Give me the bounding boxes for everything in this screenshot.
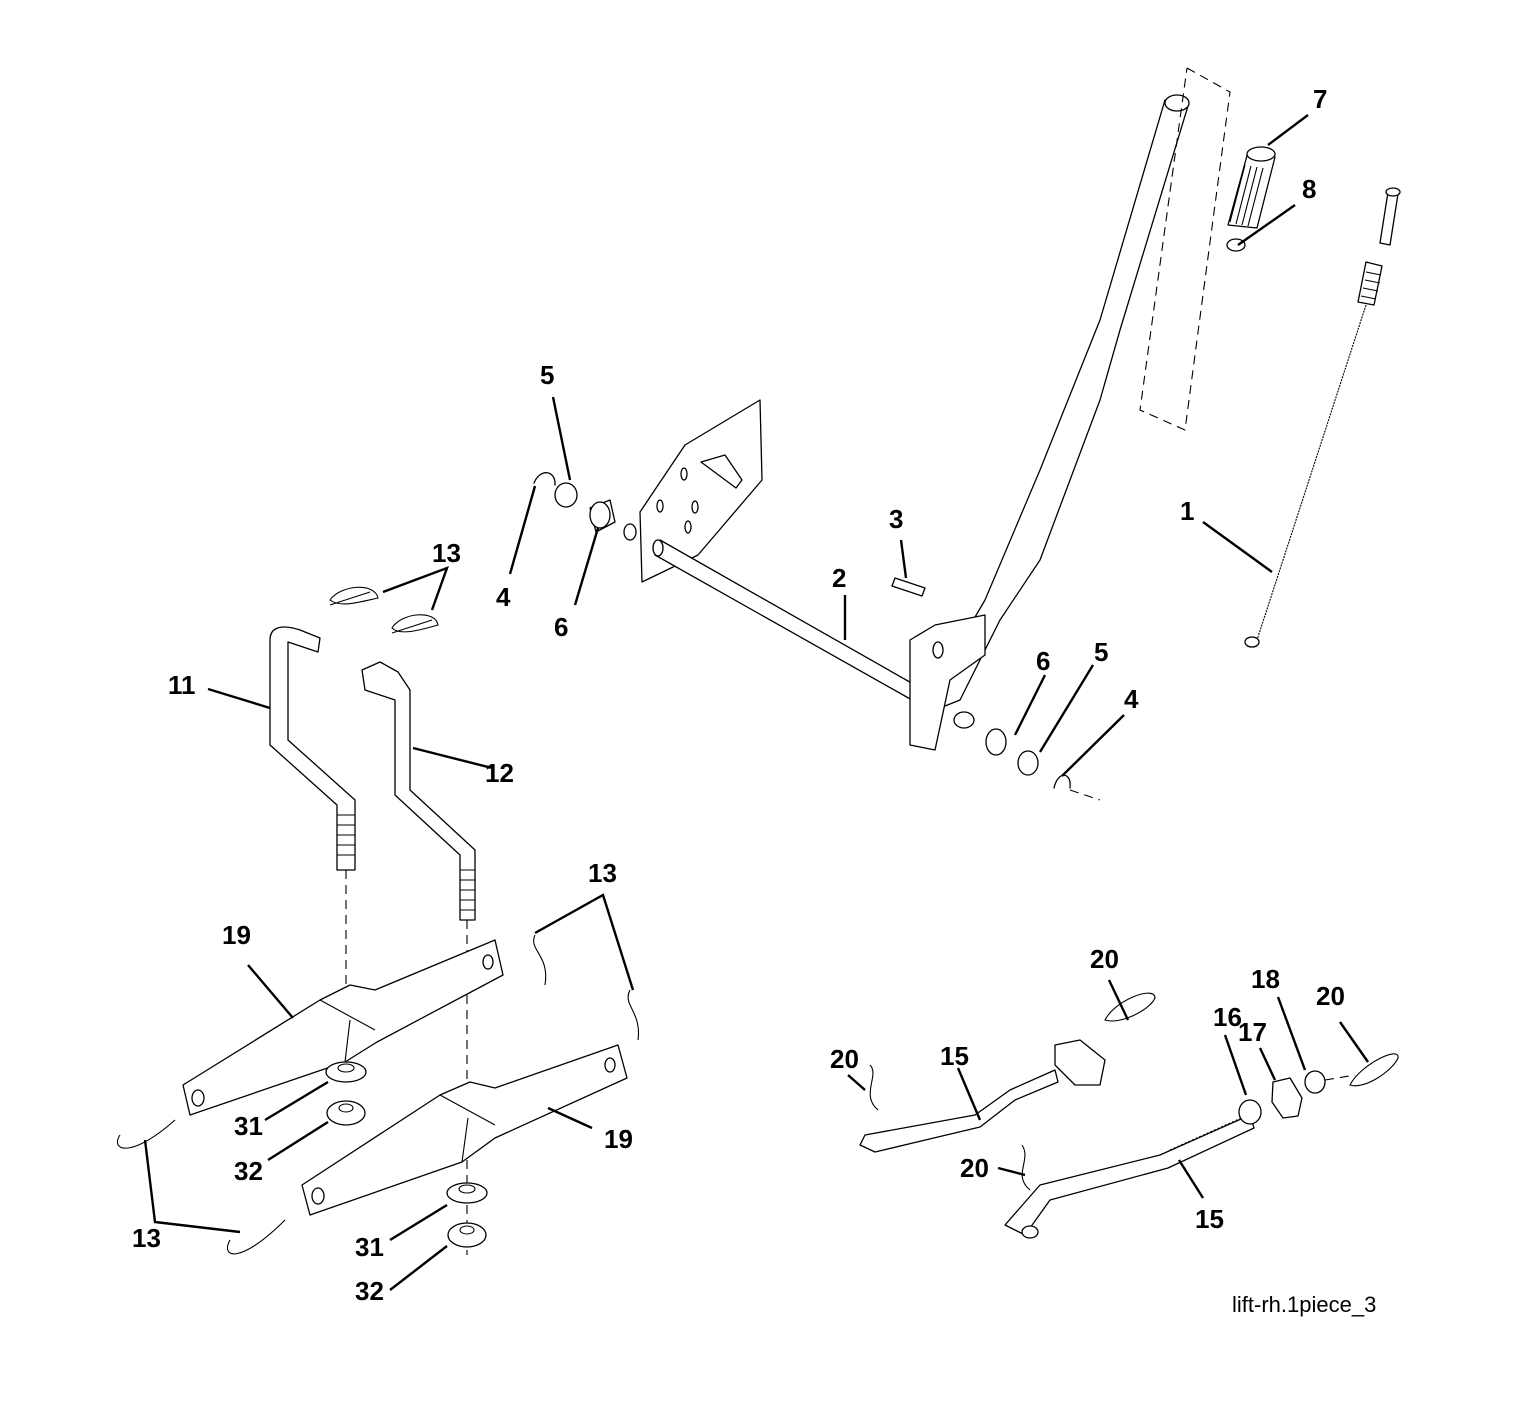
callout-20-right: 20 [1316, 981, 1345, 1011]
lift-arm-lower [301, 1044, 628, 1216]
callout-18: 18 [1251, 964, 1280, 994]
grip-outline [1139, 67, 1231, 431]
callout-7: 7 [1313, 84, 1327, 114]
callout-32-lower: 32 [355, 1276, 384, 1306]
callout-31-lower: 31 [355, 1232, 384, 1262]
callout-13-upper: 13 [432, 538, 461, 568]
callout-6-right: 6 [1036, 646, 1050, 676]
callout-19-upper: 19 [222, 920, 251, 950]
figure-id: lift-rh.1piece_3 [1232, 1292, 1376, 1317]
callout-5-left: 5 [540, 360, 554, 390]
callout-15-upper: 15 [940, 1041, 969, 1071]
callout-2: 2 [832, 563, 846, 593]
handle-grip [1227, 146, 1276, 229]
callout-11: 11 [168, 670, 196, 700]
callout-16: 16 [1213, 1002, 1242, 1032]
callout-labels: 1 2 3 4 4 5 5 6 6 7 8 11 12 13 13 13 15 … [132, 84, 1345, 1306]
right-hardware [985, 728, 1101, 801]
mount-plate [639, 399, 763, 583]
lift-cable [1244, 187, 1401, 648]
callout-4-right: 4 [1124, 684, 1139, 714]
callout-17: 17 [1238, 1017, 1267, 1047]
rod-15-lower [1004, 1114, 1255, 1239]
callout-20-top: 20 [1090, 944, 1119, 974]
callout-5-right: 5 [1094, 637, 1108, 667]
callout-6-left: 6 [554, 612, 568, 642]
callout-19-lower: 19 [604, 1124, 633, 1154]
callout-31-upper: 31 [234, 1111, 263, 1141]
adjuster-hardware [1238, 1070, 1356, 1125]
callout-1: 1 [1180, 496, 1194, 526]
callout-8: 8 [1302, 174, 1316, 204]
callout-15-lower: 15 [1195, 1204, 1224, 1234]
hairpin-clips-13 [116, 586, 640, 1255]
hairpin-clips-20 [869, 992, 1399, 1191]
callout-32-upper: 32 [234, 1156, 263, 1186]
roll-pin [891, 577, 926, 597]
callout-12: 12 [485, 758, 514, 788]
callout-4-left: 4 [496, 582, 511, 612]
callout-20-left: 20 [830, 1044, 859, 1074]
lift-shaft [652, 539, 986, 751]
callout-3: 3 [889, 504, 903, 534]
leader-lines [143, 114, 1369, 1291]
rod-15-upper [859, 1039, 1106, 1153]
lift-arm-upper [182, 939, 504, 1116]
left-hardware [533, 472, 637, 541]
callout-20-lower: 20 [960, 1153, 989, 1183]
spacers-and-nuts [325, 1061, 488, 1248]
callout-13-lower: 13 [132, 1223, 161, 1253]
callout-13-right: 13 [588, 858, 617, 888]
